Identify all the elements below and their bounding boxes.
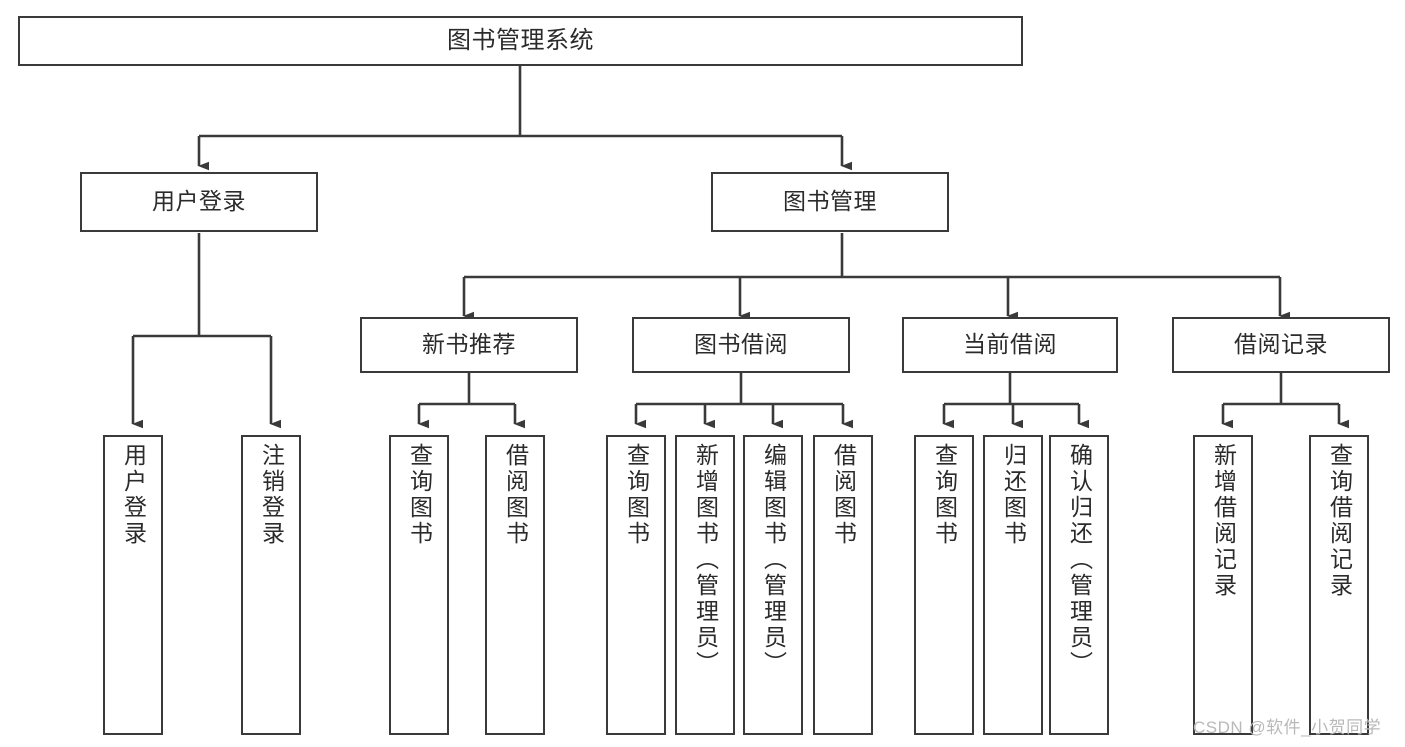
leaf-borrow-record-query-record[interactable]: 查询借阅记录 xyxy=(1309,435,1369,735)
leaf-new-book-query-book-label: 查询图书 xyxy=(406,443,433,547)
leaf-book-borrow-add-book-label: 新增图书（管理员） xyxy=(692,443,719,677)
node-book-management-label: 图书管理 xyxy=(783,188,877,215)
leaf-borrow-record-add-record[interactable]: 新增借阅记录 xyxy=(1193,435,1253,735)
leaf-book-borrow-borrow-book[interactable]: 借阅图书 xyxy=(813,435,873,735)
leaf-book-borrow-borrow-book-label: 借阅图书 xyxy=(830,443,857,547)
leaf-current-borrow-confirm-return[interactable]: 确认归还（管理员） xyxy=(1049,435,1109,735)
leaf-borrow-record-add-record-label: 新增借阅记录 xyxy=(1210,443,1237,599)
node-book-management[interactable]: 图书管理 xyxy=(711,172,949,232)
node-new-book-recommend[interactable]: 新书推荐 xyxy=(360,317,578,373)
node-current-borrow[interactable]: 当前借阅 xyxy=(902,317,1118,373)
leaf-current-borrow-query-book[interactable]: 查询图书 xyxy=(914,435,974,735)
leaf-user-login-login-label: 用户登录 xyxy=(120,443,147,547)
node-user-login-label: 用户登录 xyxy=(152,188,246,215)
leaf-borrow-record-query-record-label: 查询借阅记录 xyxy=(1326,443,1353,599)
leaf-book-borrow-edit-book[interactable]: 编辑图书（管理员） xyxy=(743,435,803,735)
node-user-login[interactable]: 用户登录 xyxy=(80,172,318,232)
leaf-current-borrow-query-book-label: 查询图书 xyxy=(931,443,958,547)
leaf-current-borrow-confirm-return-label: 确认归还（管理员） xyxy=(1066,443,1093,677)
node-root-book-management-system[interactable]: 图书管理系统 xyxy=(18,16,1023,66)
leaf-book-borrow-add-book[interactable]: 新增图书（管理员） xyxy=(675,435,735,735)
node-borrow-record[interactable]: 借阅记录 xyxy=(1172,317,1390,373)
leaf-book-borrow-query-book-label: 查询图书 xyxy=(623,443,650,547)
node-root-label: 图书管理系统 xyxy=(447,26,594,54)
node-borrow-record-label: 借阅记录 xyxy=(1234,331,1328,358)
csdn-watermark: CSDN @软件_小贺同学 xyxy=(1193,718,1382,737)
leaf-current-borrow-return-book-label: 归还图书 xyxy=(1000,443,1027,547)
leaf-new-book-query-book[interactable]: 查询图书 xyxy=(389,435,449,735)
node-new-book-recommend-label: 新书推荐 xyxy=(422,331,516,358)
node-book-borrow[interactable]: 图书借阅 xyxy=(632,317,850,373)
leaf-book-borrow-edit-book-label: 编辑图书（管理员） xyxy=(760,443,787,677)
leaf-new-book-borrow-book-label: 借阅图书 xyxy=(502,443,529,547)
leaf-book-borrow-query-book[interactable]: 查询图书 xyxy=(606,435,666,735)
leaf-user-login-logout[interactable]: 注销登录 xyxy=(241,435,301,735)
leaf-new-book-borrow-book[interactable]: 借阅图书 xyxy=(485,435,545,735)
node-current-borrow-label: 当前借阅 xyxy=(963,331,1057,358)
node-book-borrow-label: 图书借阅 xyxy=(694,331,788,358)
leaf-user-login-login[interactable]: 用户登录 xyxy=(103,435,163,735)
leaf-user-login-logout-label: 注销登录 xyxy=(258,443,285,547)
leaf-current-borrow-return-book[interactable]: 归还图书 xyxy=(983,435,1043,735)
